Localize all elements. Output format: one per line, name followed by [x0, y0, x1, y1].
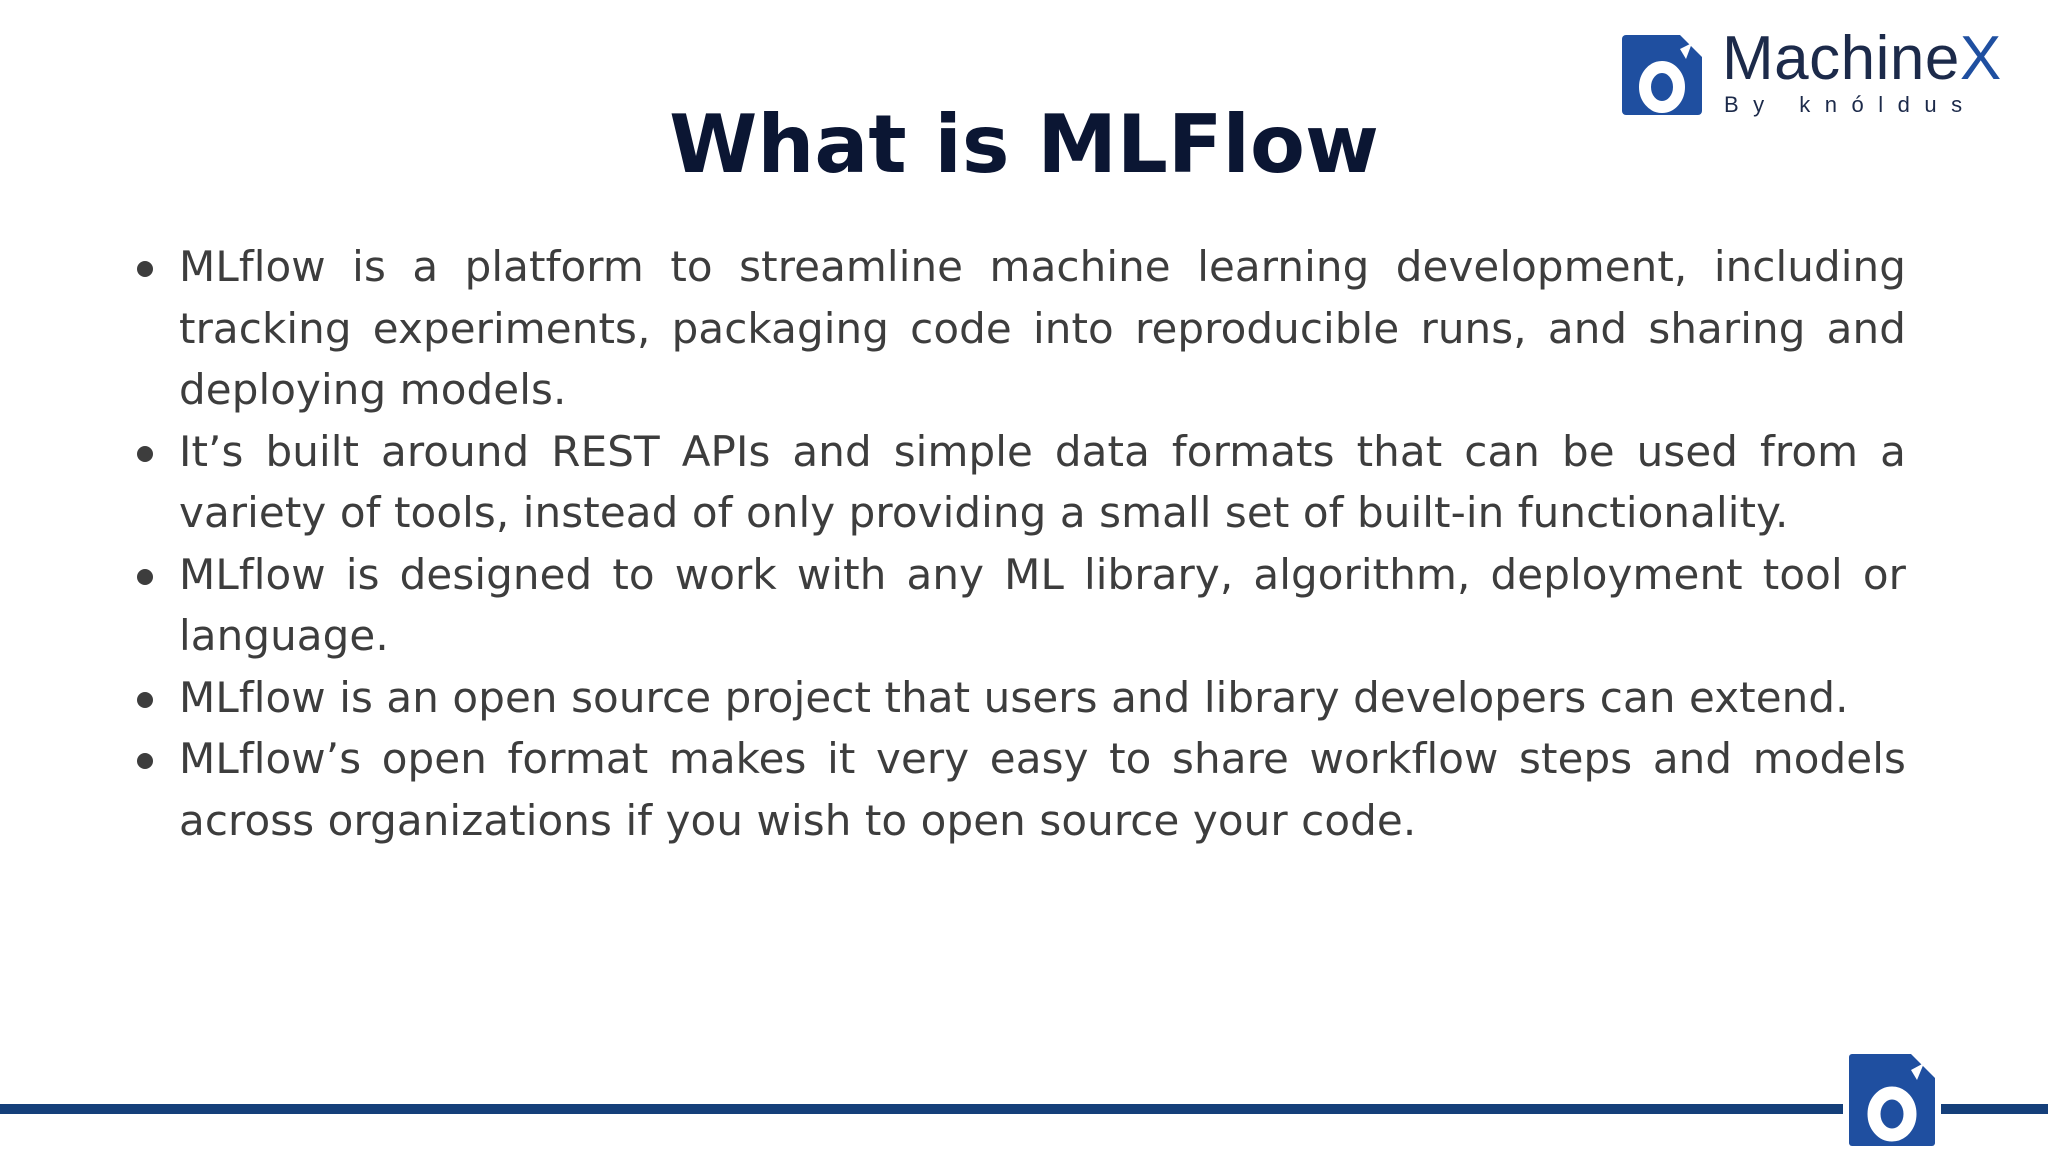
machinex-logo: MachineX By knóldus — [1622, 24, 2012, 118]
bullet-item: It’s built around REST APIs and simple d… — [137, 421, 1906, 544]
bullet-dot-icon — [137, 445, 153, 462]
bullet-text: MLflow’s open format makes it very easy … — [179, 734, 1906, 845]
slide-title: What is MLFlow — [669, 98, 1379, 191]
bullet-list: MLflow is a platform to streamline machi… — [137, 236, 1906, 851]
bullet-text: It’s built around REST APIs and simple d… — [179, 426, 1906, 538]
machinex-badge-icon — [1849, 1054, 1935, 1146]
logo-name-accent: X — [1959, 24, 2002, 93]
bullet-text: MLflow is a platform to streamline machi… — [179, 242, 1906, 414]
bullet-item: MLflow is a platform to streamline machi… — [137, 236, 1906, 421]
bullet-dot-icon — [137, 691, 153, 708]
footer-badge — [1843, 1048, 1941, 1152]
bullet-item: MLflow’s open format makes it very easy … — [137, 728, 1906, 851]
bullet-text: MLflow is designed to work with any ML l… — [179, 549, 1906, 661]
machinex-logo-icon — [1622, 35, 1702, 115]
bullet-dot-icon — [137, 753, 153, 769]
logo-tagline: By knóldus — [1724, 92, 1977, 117]
logo-wordmark: MachineX — [1722, 24, 2002, 94]
bullet-item: MLflow is an open source project that us… — [137, 667, 1906, 729]
bullet-text: MLflow is an open source project that us… — [179, 672, 1849, 722]
bullet-dot-icon — [137, 568, 153, 585]
bullet-dot-icon — [137, 261, 153, 277]
footer-bar — [0, 1104, 2048, 1114]
bullet-item: MLflow is designed to work with any ML l… — [137, 544, 1906, 667]
logo-name-main: Machine — [1722, 24, 1960, 93]
